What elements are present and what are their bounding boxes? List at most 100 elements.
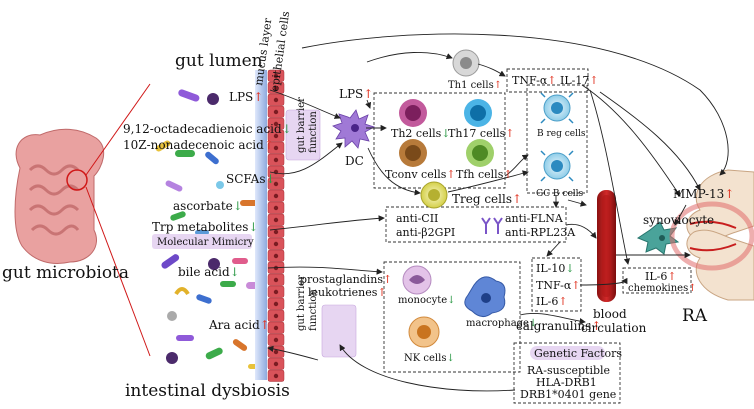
th17-cell <box>464 99 492 127</box>
epithelial-nucleus <box>273 85 279 91</box>
label-gut-microbiota: gut microbiota <box>2 263 129 283</box>
label-th1: Th1 cells↑ <box>448 80 502 91</box>
label-il6-joint: IL-6↑ <box>645 270 677 283</box>
epithelial-nucleus <box>273 217 279 223</box>
epithelial-nucleus <box>273 349 279 355</box>
label-cytokines-top: TNF-α↑ IL-17↑ <box>512 74 599 87</box>
epithelial-nucleus <box>273 277 279 283</box>
metabolite-nonadecenoic: 10Z-nonadecenoic acid↑ <box>123 138 274 152</box>
label-drb1-gene: DRB1*0401 gene <box>520 388 616 401</box>
metabolite-octadecadienoic: 9,12-octadecadienoic acid↓ <box>123 122 292 136</box>
label-tnfa: TNF-α↑ <box>536 279 580 292</box>
genetic-factors-box <box>513 342 621 404</box>
epithelial-nucleus <box>273 193 279 199</box>
molecular-mimicry-box <box>152 234 252 249</box>
flow-arrows <box>267 33 729 392</box>
label-treg: Treg cells↑ <box>452 192 522 206</box>
epithelial-layer <box>267 69 285 382</box>
label-nk: NK cells↓ <box>404 353 455 364</box>
label-gut-barrier-top-2: function <box>308 289 319 331</box>
epithelial-nucleus <box>273 205 279 211</box>
synoviocyte-cell <box>636 221 680 255</box>
label-ra: RA <box>682 306 708 326</box>
genetic-factors-badge <box>530 346 605 360</box>
label-macrophage: macrophage↓ <box>466 318 537 329</box>
label-calgranulins: calgranulins↑ <box>516 319 601 333</box>
gc-b-cell <box>540 150 574 182</box>
th2-cell <box>399 99 427 127</box>
metabolite-ara-acid: Ara acid↑ <box>208 318 270 332</box>
mucus-layer <box>255 70 267 380</box>
label-th17: Th17 cells↑ <box>448 127 515 140</box>
joint-illustration <box>669 169 754 301</box>
epithelial-nucleus <box>273 133 279 139</box>
label-gcb: GC B cells <box>536 189 584 199</box>
epithelial-nucleus <box>273 301 279 307</box>
label-gut-barrier-top-2b: function <box>308 111 319 153</box>
label-tfh: Tfh cells↑ <box>456 168 513 181</box>
nk-cell <box>408 316 440 348</box>
epithelial-nucleus <box>273 109 279 115</box>
label-genetic-factors: Genetic Factors <box>534 347 622 360</box>
label-anti-cii: anti-CII <box>396 212 438 225</box>
label-blood: blood <box>593 307 627 321</box>
tfh-cell <box>466 139 494 167</box>
label-prostaglandins: prostaglandins↑ <box>300 273 392 286</box>
metabolite-ascorbate: ascorbate↓ <box>173 199 243 213</box>
label-ra-susceptible: RA-susceptible <box>527 364 610 377</box>
monocyte-cell <box>402 265 432 295</box>
antibody-icon <box>481 217 503 234</box>
epithelial-nucleus <box>273 361 279 367</box>
label-circulation: circulation <box>581 321 647 335</box>
epithelial-nucleus <box>273 145 279 151</box>
metabolite-trp: Trp metabolites↓ <box>152 220 258 234</box>
innate-cell-box <box>383 261 521 373</box>
tconv-cell <box>399 139 427 167</box>
epithelial-nucleus <box>273 73 279 79</box>
label-gut-barrier-top-1: gut barrier <box>296 275 307 331</box>
gut-barrier-box-top <box>285 109 321 161</box>
label-intestinal-dysbiosis: intestinal dysbiosis <box>125 381 290 401</box>
metabolite-scfas: SCFAs↓ <box>226 172 276 186</box>
intestine-illustration <box>14 128 105 264</box>
epithelial-nucleus <box>273 97 279 103</box>
epithelial-nucleus <box>273 181 279 187</box>
label-synoviocyte: synoviocyte <box>643 213 714 227</box>
label-gut-lumen: gut lumen <box>175 51 263 71</box>
label-th2: Th2 cells↓ <box>391 127 451 140</box>
label-anti-rpl23a: anti-RPL23A <box>505 226 576 239</box>
label-anti-flna: anti-FLNA <box>505 212 564 225</box>
dc-cell <box>332 109 375 149</box>
epithelial-nucleus <box>273 121 279 127</box>
metabolite-bile-acid: bile acid↓ <box>178 265 240 279</box>
label-il6: IL-6↑ <box>536 295 568 308</box>
label-il10: IL-10↓ <box>536 262 575 275</box>
b-cell-group-box <box>526 84 588 194</box>
cytokine-box-middle <box>531 257 582 312</box>
label-gut-barrier-top-1b: gut barrier <box>296 97 307 153</box>
metabolite-lps: LPS↑ <box>229 90 263 104</box>
epithelial-nucleus <box>273 325 279 331</box>
label-mmp13: MMP-13↑ <box>673 187 734 201</box>
breg-cell <box>540 92 574 124</box>
epithelial-nucleus <box>273 373 279 379</box>
epithelial-nucleus <box>273 229 279 235</box>
th1-cell <box>452 49 480 77</box>
label-tconv: Tconv cells↑ <box>385 168 456 181</box>
label-hla-drb1: HLA-DRB1 <box>536 376 597 389</box>
blood-vessel <box>597 190 616 302</box>
label-breg: B reg cells <box>537 129 586 139</box>
epithelial-nucleus <box>273 241 279 247</box>
label-leukotrienes: leukotrienes↑ <box>308 286 387 299</box>
treg-cell <box>420 181 448 209</box>
epithelial-nucleus <box>273 337 279 343</box>
label-chemokines: chemokines↑ <box>628 283 697 294</box>
epithelial-nucleus <box>273 253 279 259</box>
epithelial-nucleus <box>273 157 279 163</box>
label-monocyte: monocyte↓ <box>398 295 456 306</box>
joint-cytokine-box <box>622 267 692 294</box>
gut-barrier-box-bottom <box>321 304 357 358</box>
antibody-box <box>385 206 567 243</box>
